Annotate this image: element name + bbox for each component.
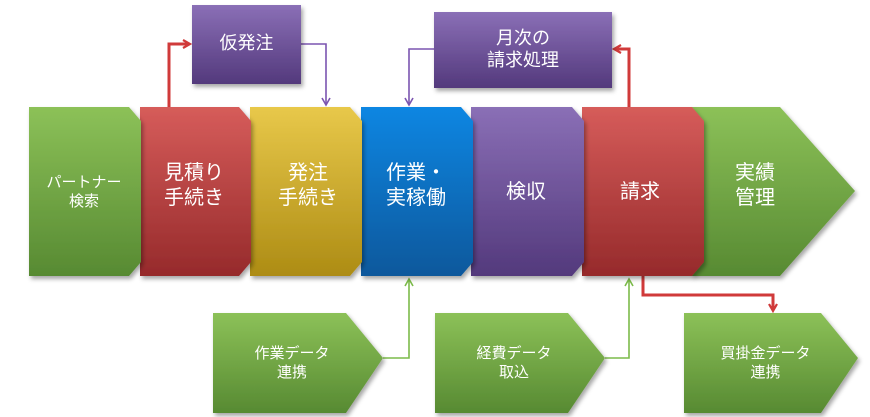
connector-provisional-order-to-order (301, 43, 331, 107)
step-work (361, 107, 473, 276)
connector-billing-to-monthly-billing (615, 49, 631, 107)
step-results (692, 107, 855, 276)
expense-data-box (435, 313, 605, 413)
step-inspection (471, 107, 584, 276)
step-billing (582, 107, 704, 276)
payable-data-box (684, 313, 858, 413)
work-data-box (213, 313, 383, 413)
step-estimate (140, 107, 251, 276)
step-order (250, 107, 362, 276)
provisional-order-box (192, 5, 301, 84)
connector-expense-data-to-billing (605, 277, 634, 359)
connector-estimate-to-provisional-order (167, 44, 189, 107)
monthly-billing-box (434, 12, 612, 88)
connector-monthly-billing-to-work (404, 48, 434, 107)
step-partner-search (29, 107, 141, 276)
connector-billing-to-payable-data (641, 276, 773, 310)
connector-work-data-to-work (383, 277, 414, 359)
